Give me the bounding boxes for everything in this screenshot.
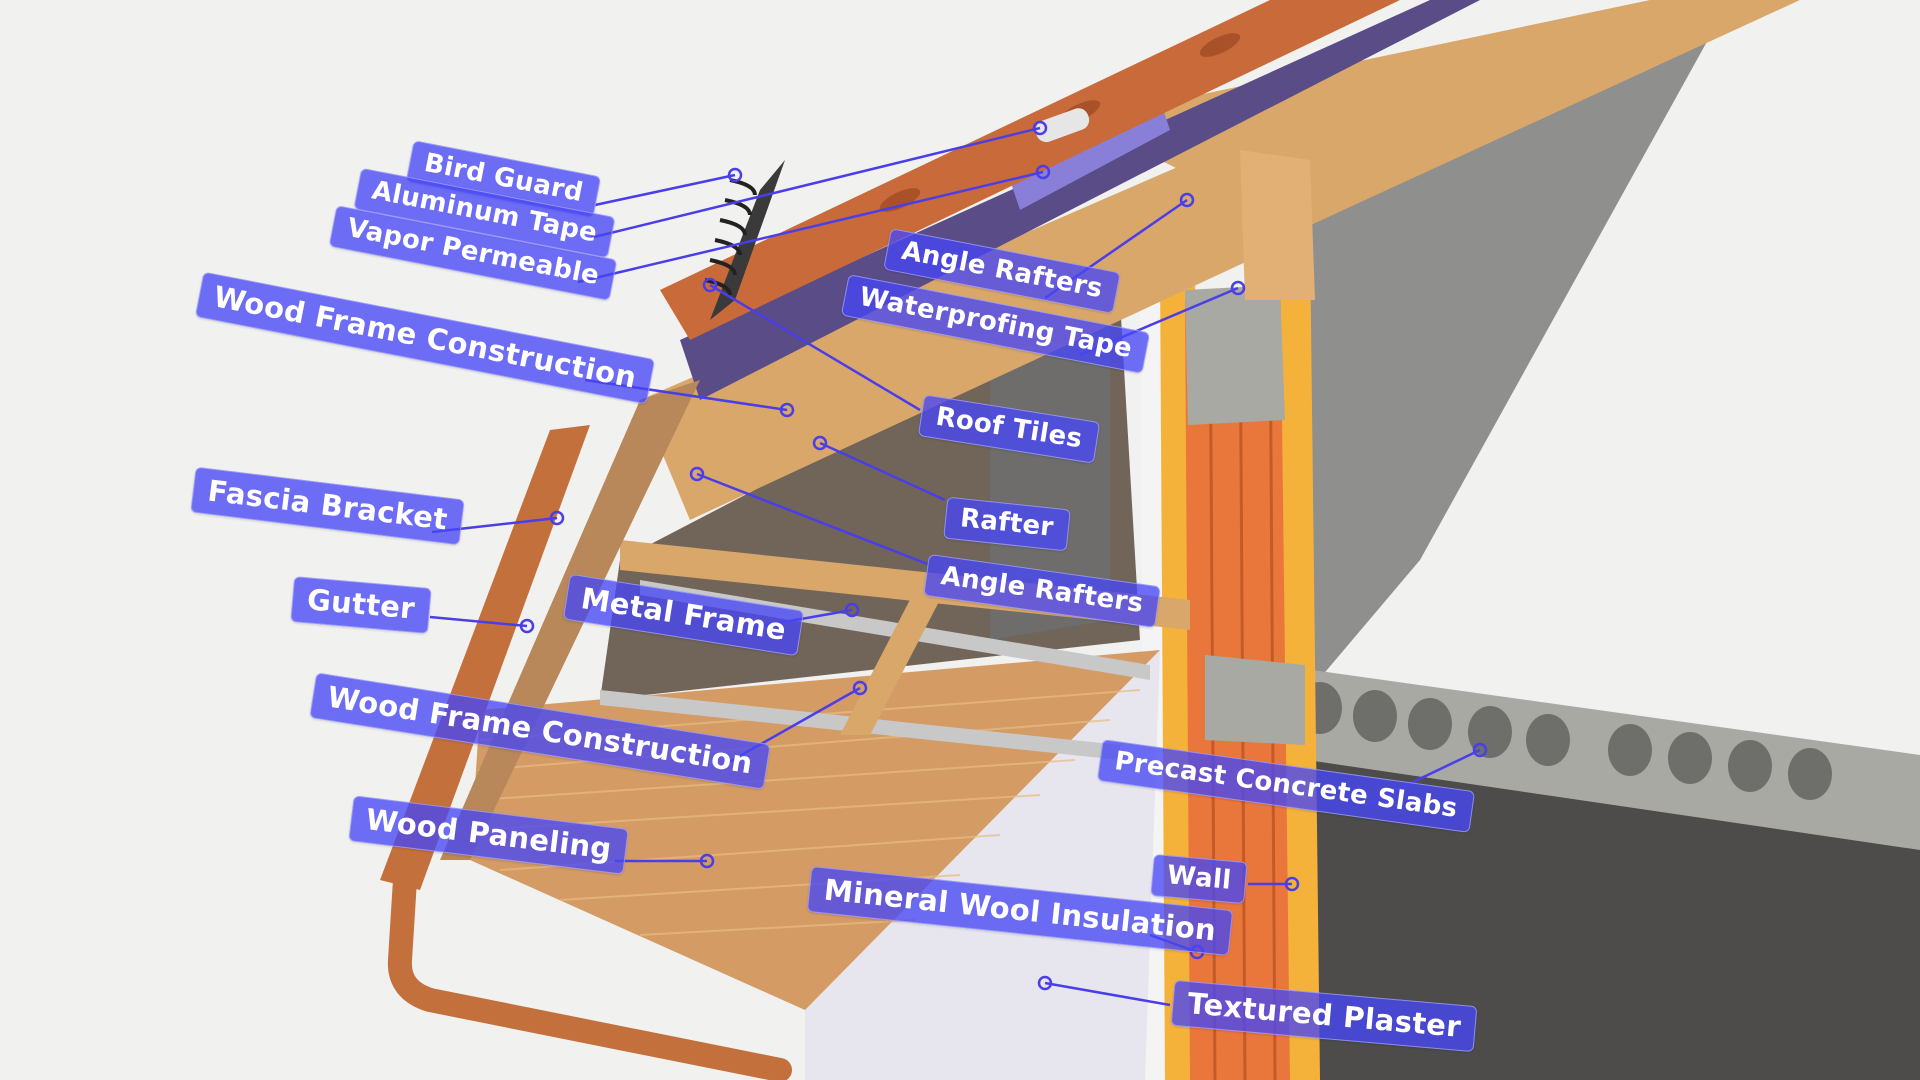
diagonal-strut: [840, 590, 945, 735]
downpipe: [387, 868, 792, 1080]
ring-beam-lower: [1205, 655, 1305, 745]
bird-guard-plate: [710, 160, 785, 320]
ring-beam: [1185, 285, 1285, 425]
aluminum-tape-roll: [1035, 108, 1090, 143]
exterior-wall: [805, 650, 1160, 1080]
gutter-trough: [380, 425, 590, 890]
label-wall: Wall: [1150, 853, 1248, 905]
roof-tiles: [660, 0, 1400, 340]
interior-gray-panel: [990, 310, 1110, 640]
outer-insulation: [1280, 240, 1320, 1080]
wall-plate: [1240, 150, 1315, 300]
